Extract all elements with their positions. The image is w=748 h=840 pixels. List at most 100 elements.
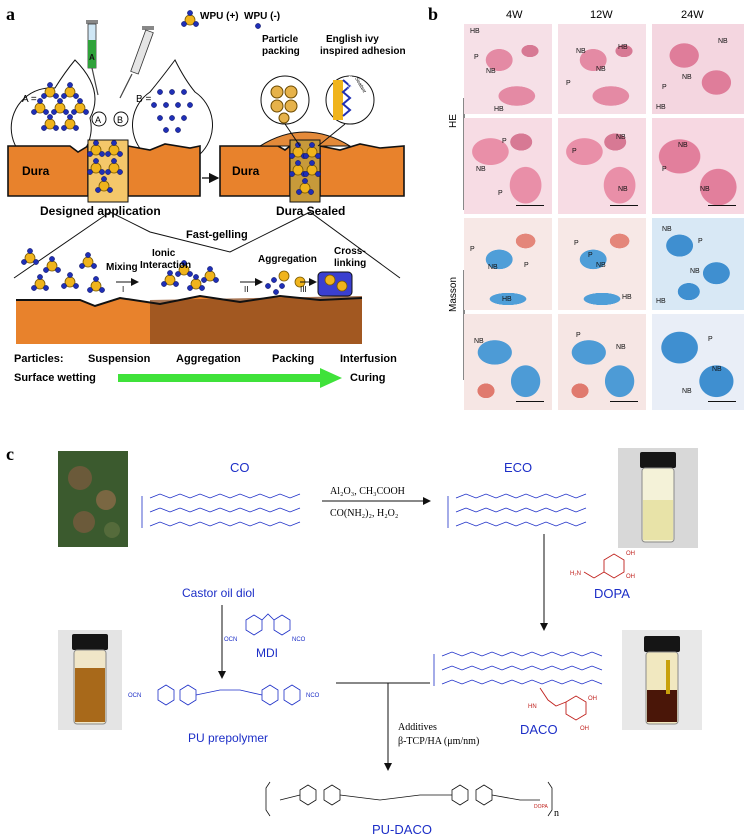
masson-4w-overview: P NB P HB (464, 218, 552, 310)
particles-label: Particles: (14, 353, 64, 365)
masson-24w-zoom-p: P (708, 336, 713, 343)
he-24w-zoom: NB P NB (652, 118, 744, 214)
step-ionic-line1: Ionic (152, 248, 176, 259)
he-24w-zoom-nb-2: NB (700, 186, 710, 193)
masson-24w-hb: HB (656, 298, 666, 305)
syringe-b-tag: B (117, 115, 123, 125)
he-4w-p: P (474, 54, 479, 61)
surface-wetting-label: Surface wetting (14, 372, 96, 384)
daco-vial-photo (622, 630, 702, 730)
dopa-oh-1: OH (626, 551, 635, 557)
wpu-negative-icon (255, 23, 260, 28)
he-24w-zoom-nb-1: NB (678, 142, 688, 149)
step-cross-line1: Cross- (334, 246, 366, 257)
stage-packing: Packing (272, 353, 314, 365)
wpu-negative-label: WPU (-) (244, 11, 280, 22)
syringe-a-letter: A (89, 53, 95, 62)
daco-structure (434, 652, 602, 686)
masson-24w-nb-2: NB (690, 268, 700, 275)
mdi-structure (246, 614, 290, 635)
substrate-bar (16, 296, 362, 344)
histology-grid: HB NB P HB HB NB NB P NB NB P HB P NB P … (464, 16, 748, 412)
he-4w-hb-bottom: HB (494, 106, 504, 113)
inset-tissue-label: Tissue (348, 75, 354, 93)
designed-application-caption: Designed application (40, 204, 161, 218)
pu-prepolymer-label: PU prepolymer (188, 731, 268, 745)
particle-packing-line2: packing (262, 46, 300, 57)
daco-oh-2: OH (580, 726, 589, 732)
curing-label: Curing (350, 372, 385, 384)
pu-daco-structure (266, 782, 552, 816)
eco-label: ECO (504, 460, 532, 475)
stage-suspension: Suspension (88, 353, 151, 365)
he-4w-zoom: P NB P (464, 118, 552, 214)
dura-left: Dura (8, 140, 200, 202)
he-24w-nb-1: NB (718, 38, 728, 45)
panel-c-letter: c (6, 444, 14, 464)
wpu-positive-label: WPU (+) (200, 11, 239, 22)
pu-nco: NCO (306, 693, 320, 699)
eco-vial-photo (618, 448, 698, 548)
masson-4w-p-1: P (470, 246, 475, 253)
masson-24w-zoom-nb-1: NB (712, 366, 722, 373)
masson-12w-nb: NB (596, 262, 606, 269)
masson-12w-zoom-nb: NB (616, 344, 626, 351)
masson-4w-hb: HB (502, 296, 512, 303)
masson-24w-zoom: P NB NB (652, 314, 744, 410)
dura-left-label: Dura (22, 164, 50, 178)
masson-12w-overview: P P NB HB (558, 218, 646, 310)
dopa-structure (584, 554, 624, 578)
fast-gelling-label: Fast-gelling (186, 229, 248, 241)
castor-plant-photo (58, 451, 128, 547)
panel-a-letter: a (6, 4, 15, 24)
he-12w-zoom-p: P (572, 148, 577, 155)
pu-daco-dopa-tag: DOPA (534, 804, 548, 810)
roman-3: III (300, 285, 307, 294)
masson-24w-nb-1: NB (662, 226, 672, 233)
daco-oh-1: OH (588, 696, 597, 702)
he-4w-hb-top: HB (470, 28, 480, 35)
syringe-a-tag: A (95, 115, 101, 125)
masson-12w-zoom-p: P (576, 332, 581, 339)
he-12w-zoom-nb-1: NB (616, 134, 626, 141)
panel-b-letter: b (428, 4, 438, 24)
pu-ocn: OCN (128, 693, 141, 699)
droplet-a-tag: A = (22, 94, 37, 105)
he-4w-zoom-p-1: P (502, 138, 507, 145)
step-cross-line2: linking (334, 258, 366, 269)
ivy-line1: English ivy (326, 34, 379, 45)
stage-aggregation: Aggregation (176, 353, 241, 365)
masson-4w-nb: NB (488, 264, 498, 271)
masson-24w-overview: NB P NB HB (652, 218, 744, 310)
mdi-nco: NCO (292, 637, 306, 643)
he-4w-zoom-nb: NB (476, 166, 486, 173)
pu-daco-label: PU-DACO (372, 822, 432, 837)
he-12w-nb-1: NB (576, 48, 586, 55)
mdi-label: MDI (256, 646, 278, 660)
he-12w-zoom: P NB NB (558, 118, 646, 214)
masson-24w-zoom-nb-2: NB (682, 388, 692, 395)
he-12w-hb: HB (618, 44, 628, 51)
row-he-label: HE (448, 114, 459, 128)
syringe-b-icon (120, 26, 154, 98)
ivy-line2: inspired adhesion (320, 46, 406, 57)
he-12w-p: P (566, 80, 571, 87)
he-12w-overview: HB NB NB P (558, 24, 646, 114)
he-24w-p: P (662, 84, 667, 91)
dura-right-label: Dura (232, 164, 260, 178)
dura-sealed-caption: Dura Sealed (276, 204, 345, 218)
row-masson-label: Masson (448, 277, 459, 312)
green-progress-arrow (118, 368, 342, 388)
co-label: CO (230, 460, 250, 475)
he-24w-overview: NB NB P HB (652, 24, 744, 114)
he-24w-zoom-p: P (662, 166, 667, 173)
masson-4w-zoom-nb: NB (474, 338, 484, 345)
he-4w-zoom-p-2: P (498, 190, 503, 197)
he-12w-nb-2: NB (596, 66, 606, 73)
dura-right: Dura (220, 132, 404, 202)
mdi-ocn: OCN (224, 637, 237, 643)
daco-dopa-moiety (540, 688, 586, 720)
masson-12w-p-2: P (588, 252, 593, 259)
wpu-positive-icon (181, 10, 198, 26)
dopa-oh-2: OH (626, 574, 635, 580)
